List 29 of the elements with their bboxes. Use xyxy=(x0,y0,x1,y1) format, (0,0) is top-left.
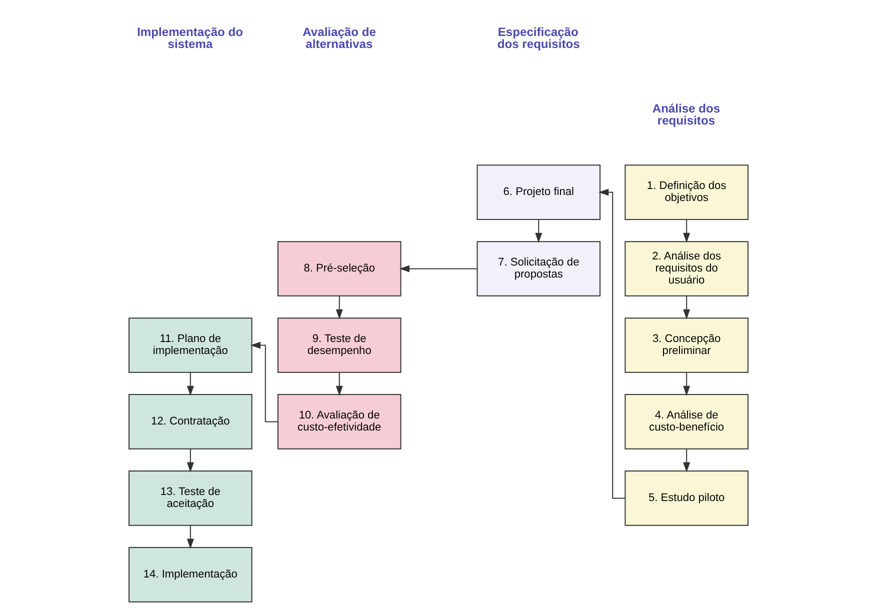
node-box: 5. Estudo piloto xyxy=(624,470,748,526)
node-box: 4. Análise de custo-benefício xyxy=(624,394,748,450)
arrow xyxy=(336,296,343,320)
node-box: 13. Teste de aceitação xyxy=(128,470,252,526)
node-box: 6. Projeto final xyxy=(476,164,601,220)
node-box: 2. Análise dos requisitos do usuário xyxy=(624,241,748,296)
label: Especificação dos requisitos xyxy=(497,24,580,51)
node-box: 10. Avaliação de custo-efetividade xyxy=(277,394,402,450)
node-box: 14. Implementação xyxy=(128,547,252,602)
node-box: 8. Pré-seleção xyxy=(277,241,402,296)
label: Análise dos requisitos xyxy=(652,101,720,128)
node-box: 9. Teste de desempenho xyxy=(277,318,402,373)
label: Avaliação de alternativas xyxy=(302,24,376,51)
arrow xyxy=(399,265,478,272)
node-box: 1. Definição dos objetivos xyxy=(624,164,748,220)
arrow xyxy=(186,525,194,549)
node-box: 11. Plano de implementação xyxy=(128,318,252,373)
node-box: 3. Concepção preliminar xyxy=(624,318,748,373)
arrow xyxy=(683,372,690,396)
label: Implementação do sistema xyxy=(137,24,243,51)
arrow xyxy=(683,219,690,243)
arrow xyxy=(683,448,690,472)
node-box: 7. Solicitação de propostas xyxy=(476,241,601,296)
arrow xyxy=(186,448,194,472)
node-box: 12. Contratação xyxy=(128,394,252,450)
arrow xyxy=(186,372,194,396)
arrow xyxy=(683,296,690,320)
arrow xyxy=(336,372,343,396)
arrow xyxy=(535,219,542,243)
